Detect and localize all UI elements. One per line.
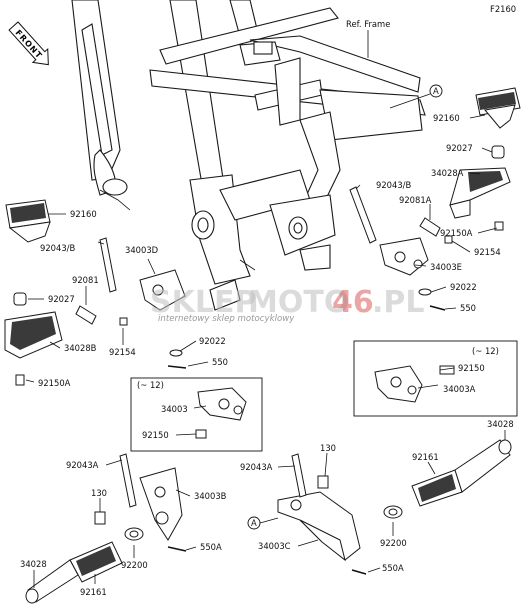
part-number: 34003C — [258, 541, 291, 551]
part-number: 34028B — [64, 343, 97, 353]
callout-a-upper: A — [389, 84, 443, 109]
part-number: 92154 — [474, 247, 501, 257]
inset-right-label: (~ 12) — [472, 346, 499, 356]
callout-a-lower: A — [247, 516, 279, 530]
part-number: 92150 — [142, 430, 169, 440]
part-number: 34003E — [430, 262, 462, 272]
svg-text:46: 46 — [332, 285, 374, 320]
part-number: 92043/B — [40, 243, 75, 253]
part-number: 92161 — [412, 452, 439, 462]
part-number: 550A — [382, 563, 404, 573]
left-footpeg-assembly — [4, 199, 187, 386]
svg-text:MOTO: MOTO — [248, 285, 349, 320]
part-number: 92150A — [38, 378, 71, 388]
part-number: 550 — [460, 303, 476, 313]
part-number: 34028A — [431, 168, 464, 178]
svg-text:A: A — [251, 518, 257, 528]
part-number: 92160 — [433, 113, 460, 123]
right-footpeg-assembly — [349, 87, 521, 311]
part-number: 92200 — [121, 560, 148, 570]
part-number: 92043A — [66, 460, 99, 470]
part-number: 92022 — [450, 282, 477, 292]
part-number: 92160 — [70, 209, 97, 219]
part-number: 550 — [212, 357, 228, 367]
part-number: 92022 — [199, 336, 226, 346]
part-labels: 92160 92027 34028A 92043/B 92081A 92150A… — [20, 113, 514, 597]
part-number: 34003B — [194, 491, 227, 501]
svg-text:SKLEP: SKLEP — [150, 285, 256, 320]
part-number: 92200 — [380, 538, 407, 548]
figure-code: F2160 — [490, 4, 516, 14]
part-number: 92027 — [446, 143, 473, 153]
svg-text:.PL: .PL — [372, 285, 425, 320]
lower-right-passenger-peg — [277, 439, 512, 575]
part-number: 92150A — [440, 228, 473, 238]
part-number: 130 — [91, 488, 107, 498]
part-number: 34003 — [161, 404, 188, 414]
part-number: 34028 — [20, 559, 47, 569]
part-number: 92043A — [240, 462, 273, 472]
front-arrow-icon: FRONT — [8, 21, 49, 66]
ref-frame-label: Ref. Frame — [346, 19, 390, 29]
part-number: 550A — [200, 542, 222, 552]
inset-left-label: (~ 12) — [137, 380, 164, 390]
part-number: 92161 — [80, 587, 107, 597]
part-number: 92043/B — [376, 180, 411, 190]
inset-box-left: (~ 12) — [130, 377, 263, 452]
inset-box-right: (~ 12) — [353, 340, 518, 417]
watermark: SKLEP MOTO 46 .PL internetowy sklep moto… — [150, 285, 425, 324]
part-number: 130 — [320, 443, 336, 453]
part-number: 92150 — [458, 363, 485, 373]
part-number: 92027 — [48, 294, 75, 304]
lower-left-passenger-peg — [25, 453, 187, 604]
part-number: 34003D — [125, 245, 158, 255]
part-number: 34003A — [443, 384, 476, 394]
frame-illustration — [71, 0, 426, 311]
svg-text:internetowy sklep motocyklowy: internetowy sklep motocyklowy — [158, 314, 295, 324]
part-number: 92154 — [109, 347, 136, 357]
part-number: 92081A — [399, 195, 432, 205]
front-label: FRONT — [13, 28, 43, 60]
part-number: 34028 — [487, 419, 514, 429]
svg-text:A: A — [433, 86, 439, 96]
part-number: 92081 — [72, 275, 99, 285]
